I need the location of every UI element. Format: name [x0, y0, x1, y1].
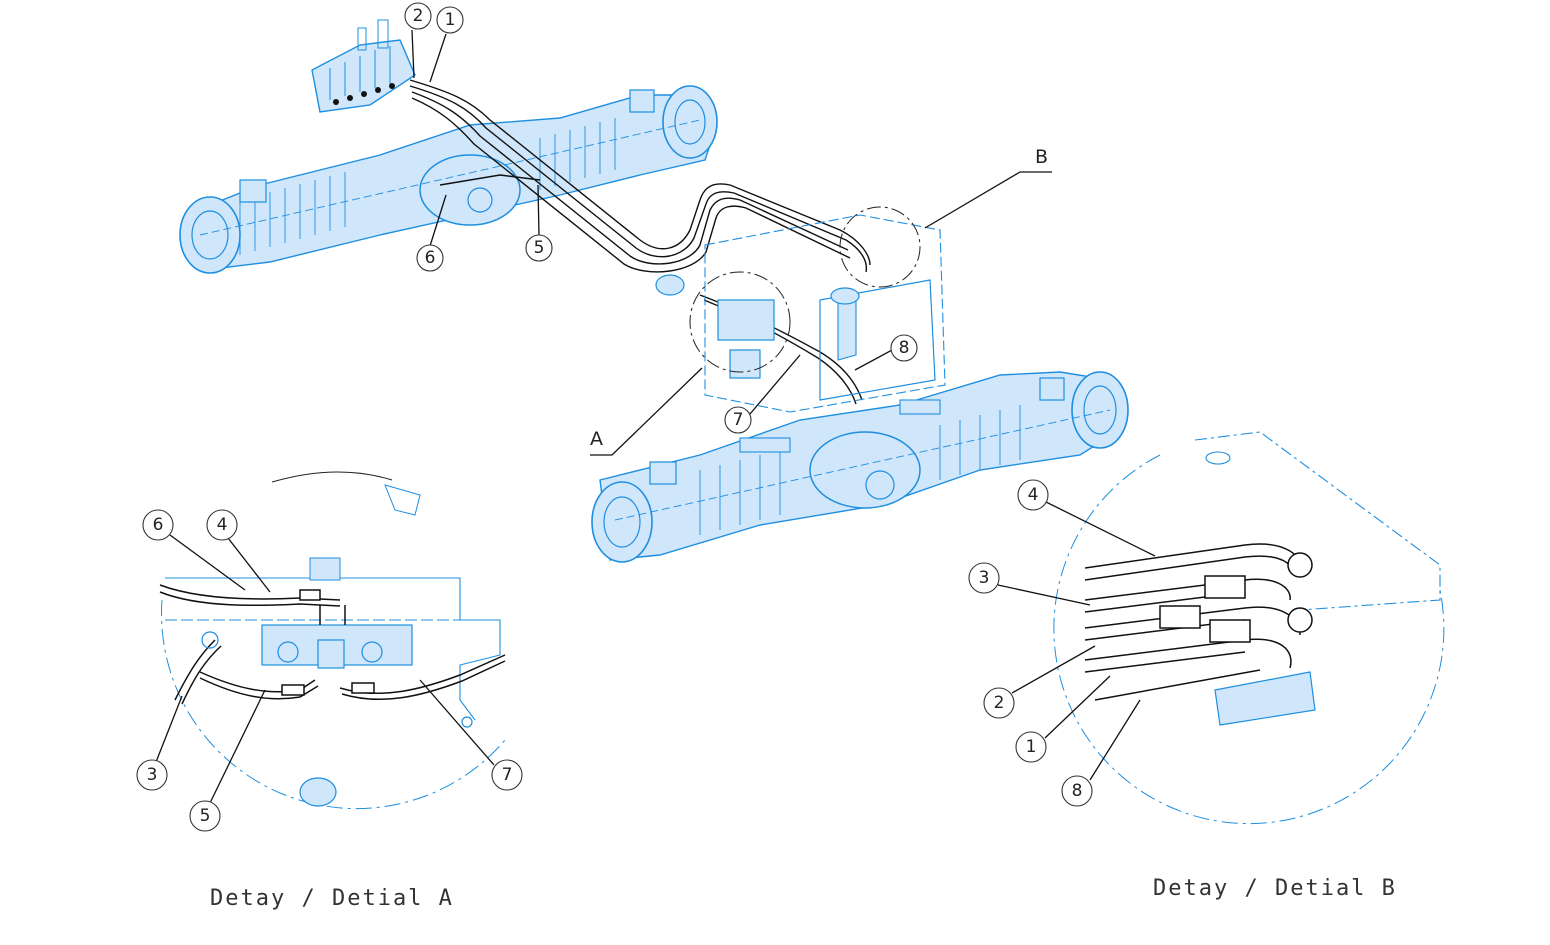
balloon-label: 3	[979, 568, 990, 588]
detail-b-caption: Detay / Detial B	[1153, 876, 1397, 901]
balloon-label: 8	[899, 338, 910, 358]
hydraulic-tank	[655, 214, 946, 413]
balloon-label: 4	[1028, 485, 1039, 505]
balloon-label: 7	[733, 410, 744, 430]
detail-a-view	[159, 471, 506, 810]
balloon-8-detail-b	[1061, 775, 1093, 807]
detail-a-balloons: 6 4 3 5 7	[136, 509, 523, 832]
balloon-4-detail-a	[206, 509, 238, 541]
detail-b-view	[1053, 431, 1445, 825]
balloon-1-detail-b	[1015, 731, 1047, 763]
detail-b-leader-lines	[997, 501, 1156, 781]
detail-b-region-circle	[839, 206, 921, 288]
balloon-label: 8	[1072, 781, 1083, 801]
detail-b-balloons: 4 3 2 1 8	[968, 479, 1093, 807]
balloon-label: 1	[445, 10, 456, 30]
balloon-8-main	[890, 334, 918, 362]
balloon-6-main	[416, 244, 444, 272]
balloon-2-detail-b	[983, 687, 1015, 719]
balloon-label: 6	[153, 515, 164, 535]
balloon-label: 5	[200, 806, 211, 826]
balloon-label: 5	[534, 238, 545, 258]
balloon-3-detail-a	[136, 759, 168, 791]
balloon-label: 2	[413, 6, 424, 26]
balloon-label: 4	[217, 515, 228, 535]
balloon-7-detail-a	[491, 759, 523, 791]
balloon-7-main	[724, 406, 752, 434]
main-leader-lines	[411, 29, 1052, 456]
detail-a-marker: A	[590, 428, 603, 450]
balloon-5-main	[525, 234, 553, 262]
balloon-6-detail-a	[142, 509, 174, 541]
detail-b-marker: B	[1035, 146, 1048, 168]
balloon-label: 3	[147, 765, 158, 785]
detail-a-region-circle	[689, 271, 791, 373]
balloon-1-main	[436, 6, 464, 34]
balloon-label: 1	[1026, 737, 1037, 757]
balloon-4-detail-b	[1017, 479, 1049, 511]
control-valve-block	[311, 19, 416, 113]
balloon-3-detail-b	[968, 562, 1000, 594]
detail-a-leader-lines	[155, 534, 495, 804]
main-view-balloons: 2 1 6 5 8 7	[404, 2, 918, 434]
balloon-label: 7	[502, 765, 513, 785]
front-axle	[591, 371, 1129, 563]
balloon-2-main	[404, 2, 432, 30]
main-hose-runs	[409, 79, 871, 405]
balloon-5-detail-a	[189, 800, 221, 832]
rear-axle	[179, 85, 718, 274]
balloon-label: 2	[994, 693, 1005, 713]
balloon-label: 6	[425, 248, 436, 268]
detail-a-caption: Detay / Detial A	[210, 886, 454, 911]
